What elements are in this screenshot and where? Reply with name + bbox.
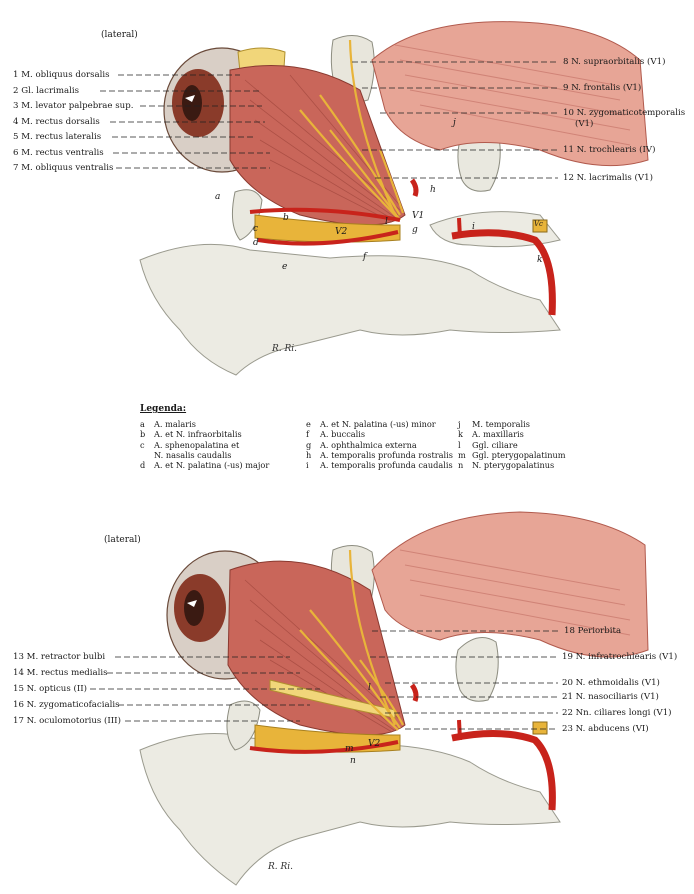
label-14: 14 M. rectus medialis: [13, 668, 108, 678]
optic-nerve: [269, 679, 396, 719]
bottom-anatomy-illustration: [90, 511, 649, 886]
label-15: 15 N. opticus (II): [13, 684, 87, 694]
label-9: 9 N. frontalis (V1): [563, 83, 642, 93]
tag-vc: Vc: [534, 220, 543, 228]
label-10-cont: (V1): [575, 119, 594, 129]
maxillary-artery: [249, 740, 399, 754]
tag-k: k: [537, 255, 543, 265]
label-10: 10 N. zygomaticotemporalis: [563, 108, 686, 118]
label-18: 18 Periorbita: [564, 626, 622, 636]
right-leader-lines: [370, 630, 560, 730]
label-16: 16 N. zygomaticofacialis: [13, 700, 120, 710]
label-3: 3 M. levator palpebrae sup.: [13, 101, 134, 111]
legend-item: N. nasalis caudalis: [154, 449, 232, 460]
pupil: [182, 85, 202, 121]
label-13: 13 M. retractor bulbi: [13, 652, 106, 662]
label-2: 2 Gl. lacrimalis: [13, 86, 79, 96]
label-22: 22 Nn. ciliares longi (V1): [562, 708, 672, 718]
tag-n: n: [350, 756, 356, 766]
label-8: 8 N. supraorbitalis (V1): [563, 57, 666, 67]
tag-h: h: [430, 185, 436, 195]
top-view-label: (lateral): [101, 30, 138, 40]
tag-d: d: [253, 238, 259, 248]
artery-group: [249, 207, 401, 246]
tag-v2: V2: [335, 227, 348, 237]
abducens-marker: [532, 721, 548, 735]
temporalis-caudalis-artery: [457, 217, 462, 239]
label-6: 6 M. rectus ventralis: [13, 148, 104, 158]
tag-f: f: [363, 252, 367, 262]
orbital-rim-right: [455, 637, 499, 702]
tag-j: j: [453, 118, 456, 128]
label-23: 23 N. abducens (VI): [562, 724, 649, 734]
skull-bone: [139, 243, 561, 376]
zygomatic-bone: [226, 700, 261, 751]
maxillary-artery-caudal: [451, 730, 556, 811]
tag-e: e: [282, 262, 288, 272]
tag-v1: V1: [412, 211, 425, 221]
tag-m: m: [345, 744, 354, 754]
v2-nerve-trunk: [254, 214, 401, 243]
label-17: 17 N. oculomotorius (III): [13, 716, 121, 726]
label-11: 11 N. trochlearis (IV): [563, 145, 656, 155]
temporalis-rostralis-artery: [409, 178, 419, 197]
label-21: 21 N. nasociliaris (V1): [562, 692, 659, 702]
tag-c: c: [253, 224, 259, 234]
maxillary-artery: [451, 229, 556, 316]
label-19: 19 N. infratrochlearis (V1): [562, 652, 678, 662]
tag-l: l: [385, 217, 388, 227]
label-5: 5 M. rectus lateralis: [13, 132, 102, 142]
top-illustration-panel: (lateral) 1 M. obliquus dorsalis 2 Gl. l…: [0, 0, 694, 395]
tag-b: b: [283, 213, 289, 223]
label-1: 1 M. obliquus dorsalis: [13, 70, 110, 80]
top-signature: R. Ri.: [272, 344, 298, 354]
pupil: [184, 590, 204, 626]
left-leader-lines: [100, 74, 270, 169]
tag-i: i: [472, 222, 475, 232]
legend-title: Legenda:: [140, 404, 187, 414]
tag-v2: V2: [368, 739, 381, 749]
bottom-view-label: (lateral): [104, 535, 141, 545]
top-anatomy-illustration: [100, 21, 649, 376]
nerve-bundle: [299, 39, 405, 221]
tag-a: a: [215, 192, 221, 202]
label-12: 12 N. lacrimalis (V1): [563, 173, 653, 183]
vc-ganglion: [532, 219, 548, 233]
label-20: 20 N. ethmoidalis (V1): [562, 678, 660, 688]
bottom-signature: R. Ri.: [268, 862, 294, 872]
right-leader-lines: [352, 61, 558, 179]
tag-g: g: [412, 225, 418, 235]
nerve-bundle: [299, 549, 404, 731]
left-leader-lines: [90, 656, 320, 722]
bottom-illustration-panel: (lateral) 13 M. retractor bulbi 14 M. re…: [0, 500, 694, 894]
tag-l: l: [368, 683, 371, 693]
label-7: 7 M. obliquus ventralis: [13, 163, 114, 173]
label-4: 4 M. rectus dorsalis: [13, 117, 100, 127]
